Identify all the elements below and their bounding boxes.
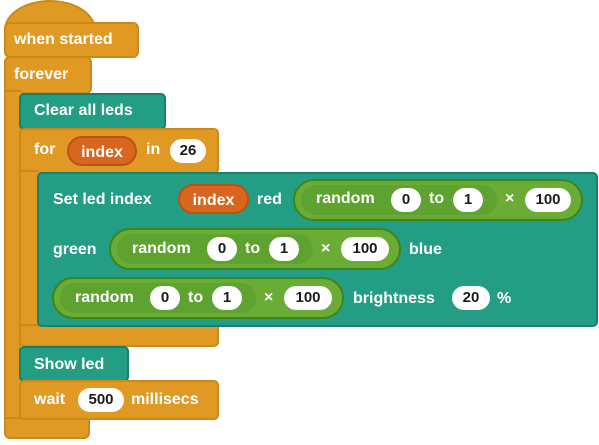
percent-symbol: % <box>497 290 512 307</box>
red-random-label: random <box>316 190 375 207</box>
blue-random-label: random <box>75 289 134 306</box>
forever-block-header[interactable] <box>4 56 92 94</box>
for-keyword: for <box>34 141 56 158</box>
red-random-to-input[interactable]: 1 <box>453 188 483 212</box>
blue-times-symbol: × <box>264 289 274 306</box>
red-random-from-input[interactable]: 0 <box>391 188 421 212</box>
red-times-symbol: × <box>505 190 515 207</box>
blue-random-from-input[interactable]: 0 <box>150 286 180 310</box>
green-label: green <box>53 241 97 258</box>
loop-count-input[interactable]: 26 <box>170 139 206 163</box>
forever-block-footer <box>4 417 90 439</box>
green-to-label: to <box>245 240 261 257</box>
wait-duration-input[interactable]: 500 <box>78 388 124 412</box>
for-loop-block-footer <box>19 324 219 347</box>
green-random-label: random <box>132 240 191 257</box>
millisecs-label: millisecs <box>131 391 199 408</box>
red-to-label: to <box>429 190 445 207</box>
green-random-to-input[interactable]: 1 <box>269 237 299 261</box>
green-factor-input[interactable]: 100 <box>341 237 389 261</box>
blue-factor-input[interactable]: 100 <box>284 286 332 310</box>
clear-all-leds-block[interactable] <box>19 93 166 130</box>
show-led-label: Show led <box>34 356 105 373</box>
red-factor-input[interactable]: 100 <box>525 188 571 212</box>
index-variable[interactable]: index <box>67 136 137 166</box>
green-times-symbol: × <box>321 240 331 257</box>
event-block-when-started[interactable] <box>4 22 139 58</box>
brightness-input[interactable]: 20 <box>452 286 490 310</box>
forever-label: forever <box>14 66 69 83</box>
blue-random-to-input[interactable]: 1 <box>212 286 242 310</box>
set-led-index-variable[interactable]: index <box>178 184 249 214</box>
wait-keyword: wait <box>34 391 66 408</box>
blue-label: blue <box>409 241 442 258</box>
green-random-from-input[interactable]: 0 <box>207 237 237 261</box>
clear-all-leds-label: Clear all leds <box>34 102 133 119</box>
in-keyword: in <box>146 141 161 158</box>
event-label: when started <box>14 31 113 48</box>
red-label: red <box>257 191 282 208</box>
blue-to-label: to <box>188 289 204 306</box>
brightness-label: brightness <box>353 290 435 307</box>
for-loop-block-arm <box>19 170 39 346</box>
set-led-index-label: Set led index <box>53 191 152 208</box>
